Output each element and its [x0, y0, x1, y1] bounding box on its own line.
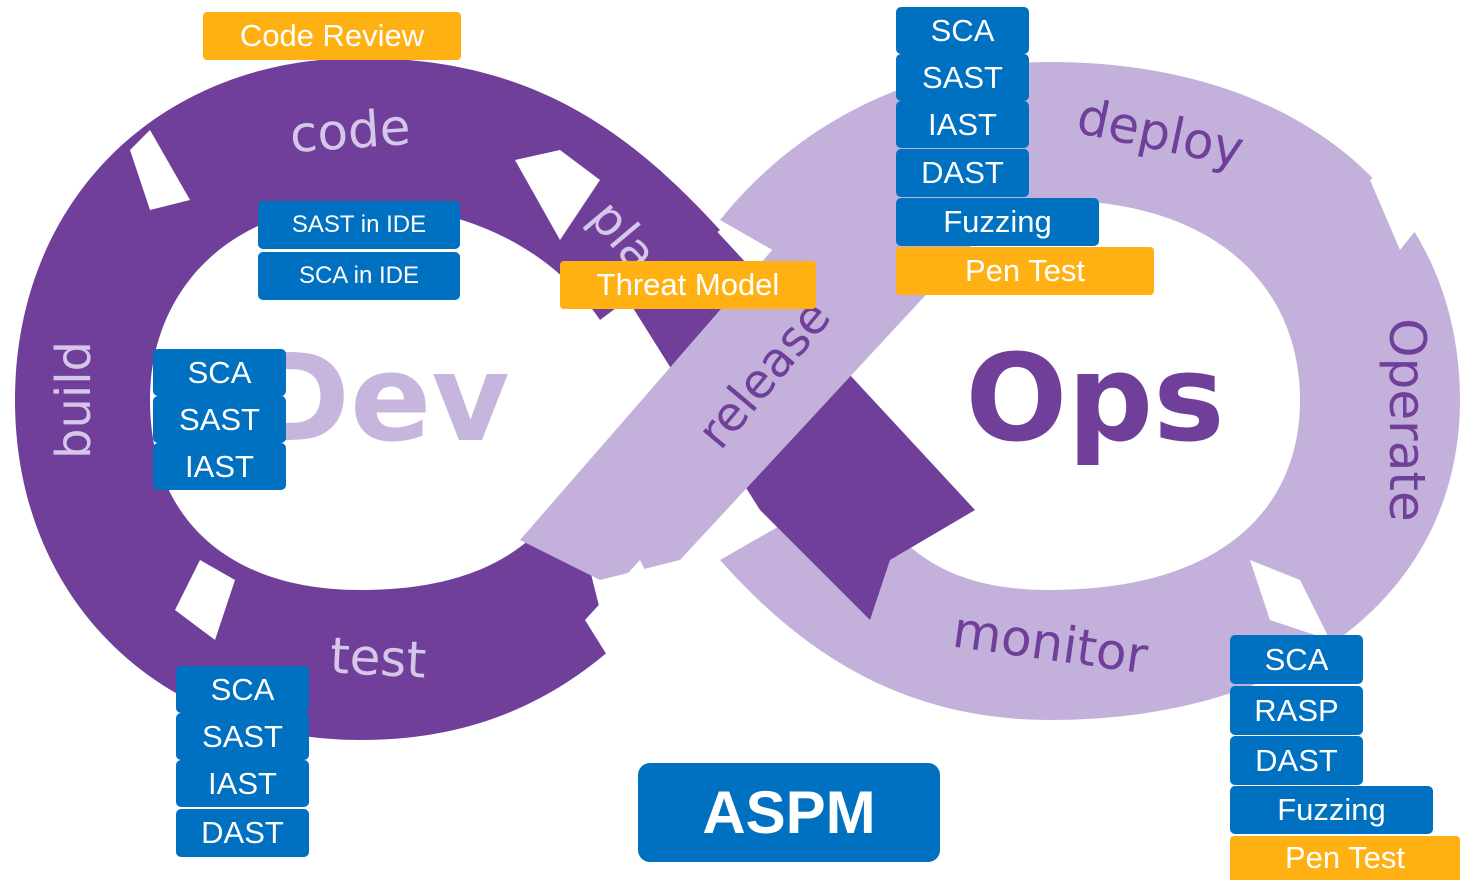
operate-dast-tag: DAST	[1230, 736, 1363, 785]
stage-operate-label: Operate	[1378, 318, 1436, 521]
dev-loop-ring	[15, 58, 720, 740]
test-sca-tag: SCA	[176, 666, 309, 713]
test-iast-tag: IAST	[176, 760, 309, 807]
aspm-badge: ASPM	[638, 763, 940, 862]
test-sast-tag: SAST	[176, 713, 309, 760]
threat-model-tag: Threat Model	[560, 261, 816, 309]
operate-rasp-tag: RASP	[1230, 686, 1363, 735]
release-iast-tag: IAST	[896, 101, 1029, 148]
build-sca-tag: SCA	[153, 349, 286, 396]
release-dast-tag: DAST	[896, 149, 1029, 197]
stage-code-label: code	[288, 98, 412, 164]
stage-build-label: build	[46, 341, 102, 459]
test-dast-tag: DAST	[176, 809, 309, 857]
segment-separators	[130, 130, 1440, 660]
release-pen-test-tag: Pen Test	[896, 247, 1154, 295]
release-sca-tag: SCA	[896, 7, 1029, 54]
build-sast-tag: SAST	[153, 396, 286, 443]
stage-test-label: test	[329, 627, 428, 690]
ops-label: Ops	[965, 330, 1224, 469]
build-iast-tag: IAST	[153, 443, 286, 490]
release-sast-tag: SAST	[896, 54, 1029, 101]
release-crossing-band	[520, 140, 1000, 580]
dev-label: Dev	[250, 330, 509, 469]
operate-fuzzing-tag: Fuzzing	[1230, 786, 1433, 834]
operate-sca-tag: SCA	[1230, 635, 1363, 684]
sast-in-ide-tag: SAST in IDE	[258, 201, 460, 249]
operate-pen-test-tag: Pen Test	[1230, 836, 1460, 880]
code-review-tag: Code Review	[203, 12, 461, 60]
sca-in-ide-tag: SCA in IDE	[258, 252, 460, 300]
release-fuzzing-tag: Fuzzing	[896, 198, 1099, 246]
